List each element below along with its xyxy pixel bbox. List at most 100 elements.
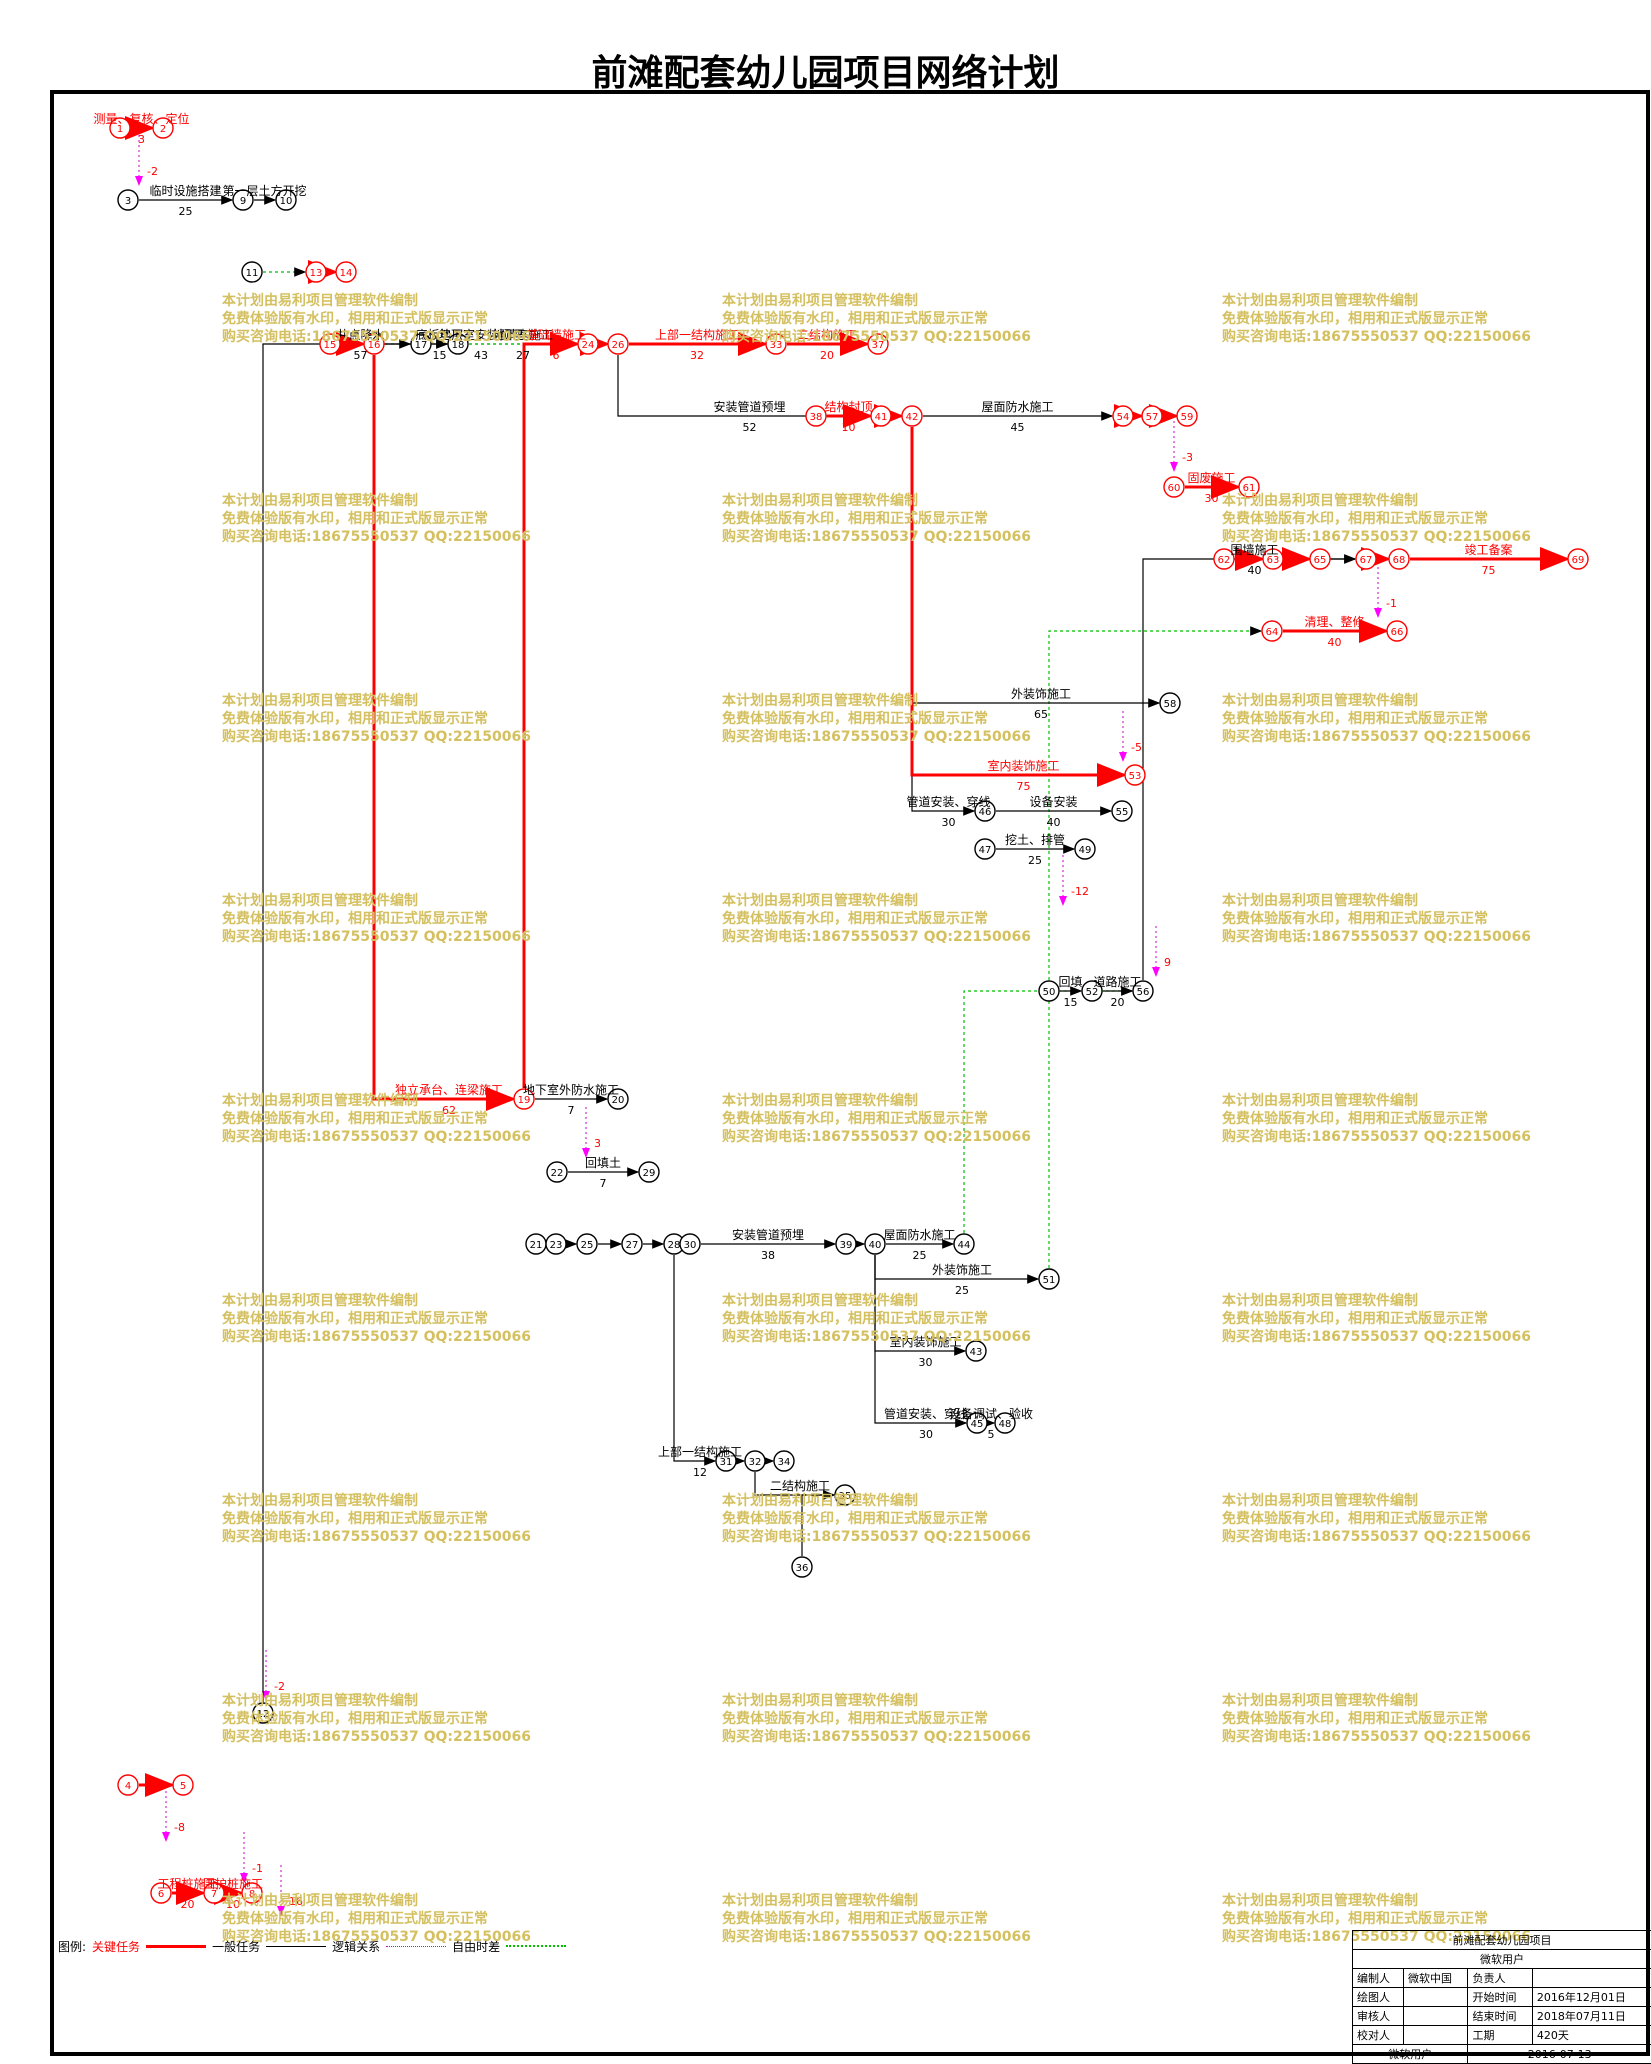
watermark-line: 免费体验版有水印，相用和正式版显示正常	[722, 710, 1031, 728]
watermark: 本计划由易利项目管理软件编制免费体验版有水印，相用和正式版显示正常购买咨询电话:…	[722, 292, 1031, 346]
watermark: 本计划由易利项目管理软件编制免费体验版有水印，相用和正式版显示正常购买咨询电话:…	[1222, 892, 1531, 946]
legend-prefix: 图例:	[58, 1938, 86, 1955]
task-name: 固废施工	[1187, 470, 1235, 485]
watermark-line: 免费体验版有水印，相用和正式版显示正常	[222, 1510, 531, 1528]
info-cell: 2016年12月01日	[1532, 1988, 1651, 2007]
task-name: 管道安装、穿线	[906, 794, 990, 809]
task-name: 二结构施工	[770, 1478, 830, 1493]
watermark-line: 购买咨询电话:18675550537 QQ:22150066	[722, 1128, 1031, 1146]
task-name: 基础墙施工	[526, 328, 586, 342]
event-node-number: 64	[1266, 627, 1279, 638]
watermark-line: 本计划由易利项目管理软件编制	[222, 1692, 531, 1710]
task-name: 临时设施搭建	[149, 184, 221, 198]
task-name: 回填	[1058, 975, 1082, 989]
activity-arrow	[524, 344, 577, 1088]
task-duration: 40	[1248, 564, 1262, 577]
watermark: 本计划由易利项目管理软件编制免费体验版有水印，相用和正式版显示正常购买咨询电话:…	[222, 692, 531, 746]
legend: 图例: 关键任务 一般任务 逻辑关系 自由时差	[58, 1934, 572, 1958]
watermark-line: 本计划由易利项目管理软件编制	[722, 692, 1031, 710]
watermark: 本计划由易利项目管理软件编制免费体验版有水印，相用和正式版显示正常购买咨询电话:…	[1222, 492, 1531, 546]
watermark-line: 购买咨询电话:18675550537 QQ:22150066	[1222, 328, 1531, 346]
free-float-label: -12	[1071, 885, 1089, 898]
watermark: 本计划由易利项目管理软件编制免费体验版有水印，相用和正式版显示正常购买咨询电话:…	[222, 492, 531, 546]
watermark-line: 免费体验版有水印，相用和正式版显示正常	[1222, 1510, 1531, 1528]
event-node-number: 4	[125, 1781, 131, 1792]
watermark-line: 本计划由易利项目管理软件编制	[222, 1492, 531, 1510]
watermark-line: 购买咨询电话:18675550537 QQ:22150066	[722, 1728, 1031, 1746]
watermark-line: 本计划由易利项目管理软件编制	[1222, 1892, 1531, 1910]
event-node-number: 30	[684, 1240, 697, 1251]
info-project: 前滩配套幼儿园项目	[1353, 1931, 1651, 1950]
watermark-line: 免费体验版有水印，相用和正式版显示正常	[1222, 1910, 1531, 1928]
event-node-number: 25	[581, 1240, 594, 1251]
task-duration: 75	[1017, 780, 1031, 793]
task-duration: 5	[988, 1428, 995, 1441]
event-node-number: 5	[180, 1781, 186, 1792]
watermark-line: 本计划由易利项目管理软件编制	[722, 892, 1031, 910]
watermark-line: 免费体验版有水印，相用和正式版显示正常	[1222, 1710, 1531, 1728]
task-duration: 45	[1011, 421, 1025, 434]
task-duration: 30	[1205, 492, 1219, 505]
event-node-number: 65	[1314, 555, 1327, 566]
event-node-number: 68	[1393, 555, 1406, 566]
watermark-line: 本计划由易利项目管理软件编制	[722, 1892, 1031, 1910]
task-duration: 57	[354, 349, 368, 362]
info-cell: 绘图人	[1353, 1988, 1404, 2007]
watermark: 本计划由易利项目管理软件编制免费体验版有水印，相用和正式版显示正常购买咨询电话:…	[222, 1492, 531, 1546]
task-duration: 27	[516, 349, 530, 362]
watermark-line: 购买咨询电话:18675550537 QQ:22150066	[722, 1328, 1031, 1346]
watermark-line: 免费体验版有水印，相用和正式版显示正常	[1222, 310, 1531, 328]
task-duration: 15	[1064, 996, 1078, 1009]
event-node-number: 29	[643, 1168, 656, 1179]
legend-float-line	[506, 1945, 566, 1947]
event-node-number: 59	[1181, 412, 1194, 423]
event-node-number: 13	[310, 268, 323, 279]
task-duration: 65	[1034, 708, 1048, 721]
event-node-number: 34	[778, 1457, 791, 1468]
free-float-label: -2	[147, 165, 158, 178]
watermark-line: 购买咨询电话:18675550537 QQ:22150066	[1222, 528, 1531, 546]
watermark: 本计划由易利项目管理软件编制免费体验版有水印，相用和正式版显示正常购买咨询电话:…	[222, 1092, 531, 1146]
event-node-number: 53	[1129, 771, 1142, 782]
info-cell: 结束时间	[1468, 2007, 1532, 2026]
watermark-line: 购买咨询电话:18675550537 QQ:22150066	[722, 528, 1031, 546]
watermark: 本计划由易利项目管理软件编制免费体验版有水印，相用和正式版显示正常购买咨询电话:…	[1222, 1492, 1531, 1546]
watermark: 本计划由易利项目管理软件编制免费体验版有水印，相用和正式版显示正常购买咨询电话:…	[222, 1292, 531, 1346]
event-node-number: 21	[530, 1240, 543, 1251]
watermark-line: 购买咨询电话:18675550537 QQ:22150066	[1222, 1128, 1531, 1146]
event-node-number: 40	[869, 1240, 882, 1251]
watermark-line: 本计划由易利项目管理软件编制	[222, 292, 531, 310]
free-float-label: 3	[594, 1137, 601, 1150]
task-duration: 40	[1328, 636, 1342, 649]
watermark-line: 购买咨询电话:18675550537 QQ:22150066	[1222, 728, 1531, 746]
watermark-line: 免费体验版有水印，相用和正式版显示正常	[1222, 1110, 1531, 1128]
watermark-line: 免费体验版有水印，相用和正式版显示正常	[722, 510, 1031, 528]
watermark-line: 免费体验版有水印，相用和正式版显示正常	[222, 1910, 531, 1928]
watermark-line: 免费体验版有水印，相用和正式版显示正常	[722, 1110, 1031, 1128]
task-name: 设备调试、验收	[949, 1406, 1033, 1421]
event-node-number: 69	[1572, 555, 1585, 566]
info-cell	[1532, 1969, 1651, 1988]
watermark-line: 免费体验版有水印，相用和正式版显示正常	[222, 310, 531, 328]
task-name: 道路施工	[1093, 974, 1141, 989]
event-node-number: 11	[246, 268, 259, 279]
watermark: 本计划由易利项目管理软件编制免费体验版有水印，相用和正式版显示正常购买咨询电话:…	[722, 1292, 1031, 1346]
watermark-line: 购买咨询电话:18675550537 QQ:22150066	[222, 1128, 531, 1146]
event-node-number: 60	[1168, 483, 1181, 494]
watermark-line: 购买咨询电话:18675550537 QQ:22150066	[722, 928, 1031, 946]
watermark-line: 免费体验版有水印，相用和正式版显示正常	[722, 1710, 1031, 1728]
watermark: 本计划由易利项目管理软件编制免费体验版有水印，相用和正式版显示正常购买咨询电话:…	[722, 892, 1031, 946]
event-node-number: 62	[1218, 555, 1231, 566]
watermark: 本计划由易利项目管理软件编制免费体验版有水印，相用和正式版显示正常购买咨询电话:…	[1222, 1092, 1531, 1146]
legend-normal-line	[266, 1946, 326, 1947]
info-cell: 420天	[1532, 2026, 1651, 2045]
event-node-number: 43	[970, 1347, 983, 1358]
task-name: 屋面防水施工	[981, 399, 1053, 414]
task-duration: 38	[761, 1249, 775, 1262]
watermark-line: 本计划由易利项目管理软件编制	[222, 1092, 531, 1110]
watermark-line: 购买咨询电话:18675550537 QQ:22150066	[222, 528, 531, 546]
task-duration: 32	[690, 349, 704, 362]
event-node-number: 27	[626, 1240, 639, 1251]
